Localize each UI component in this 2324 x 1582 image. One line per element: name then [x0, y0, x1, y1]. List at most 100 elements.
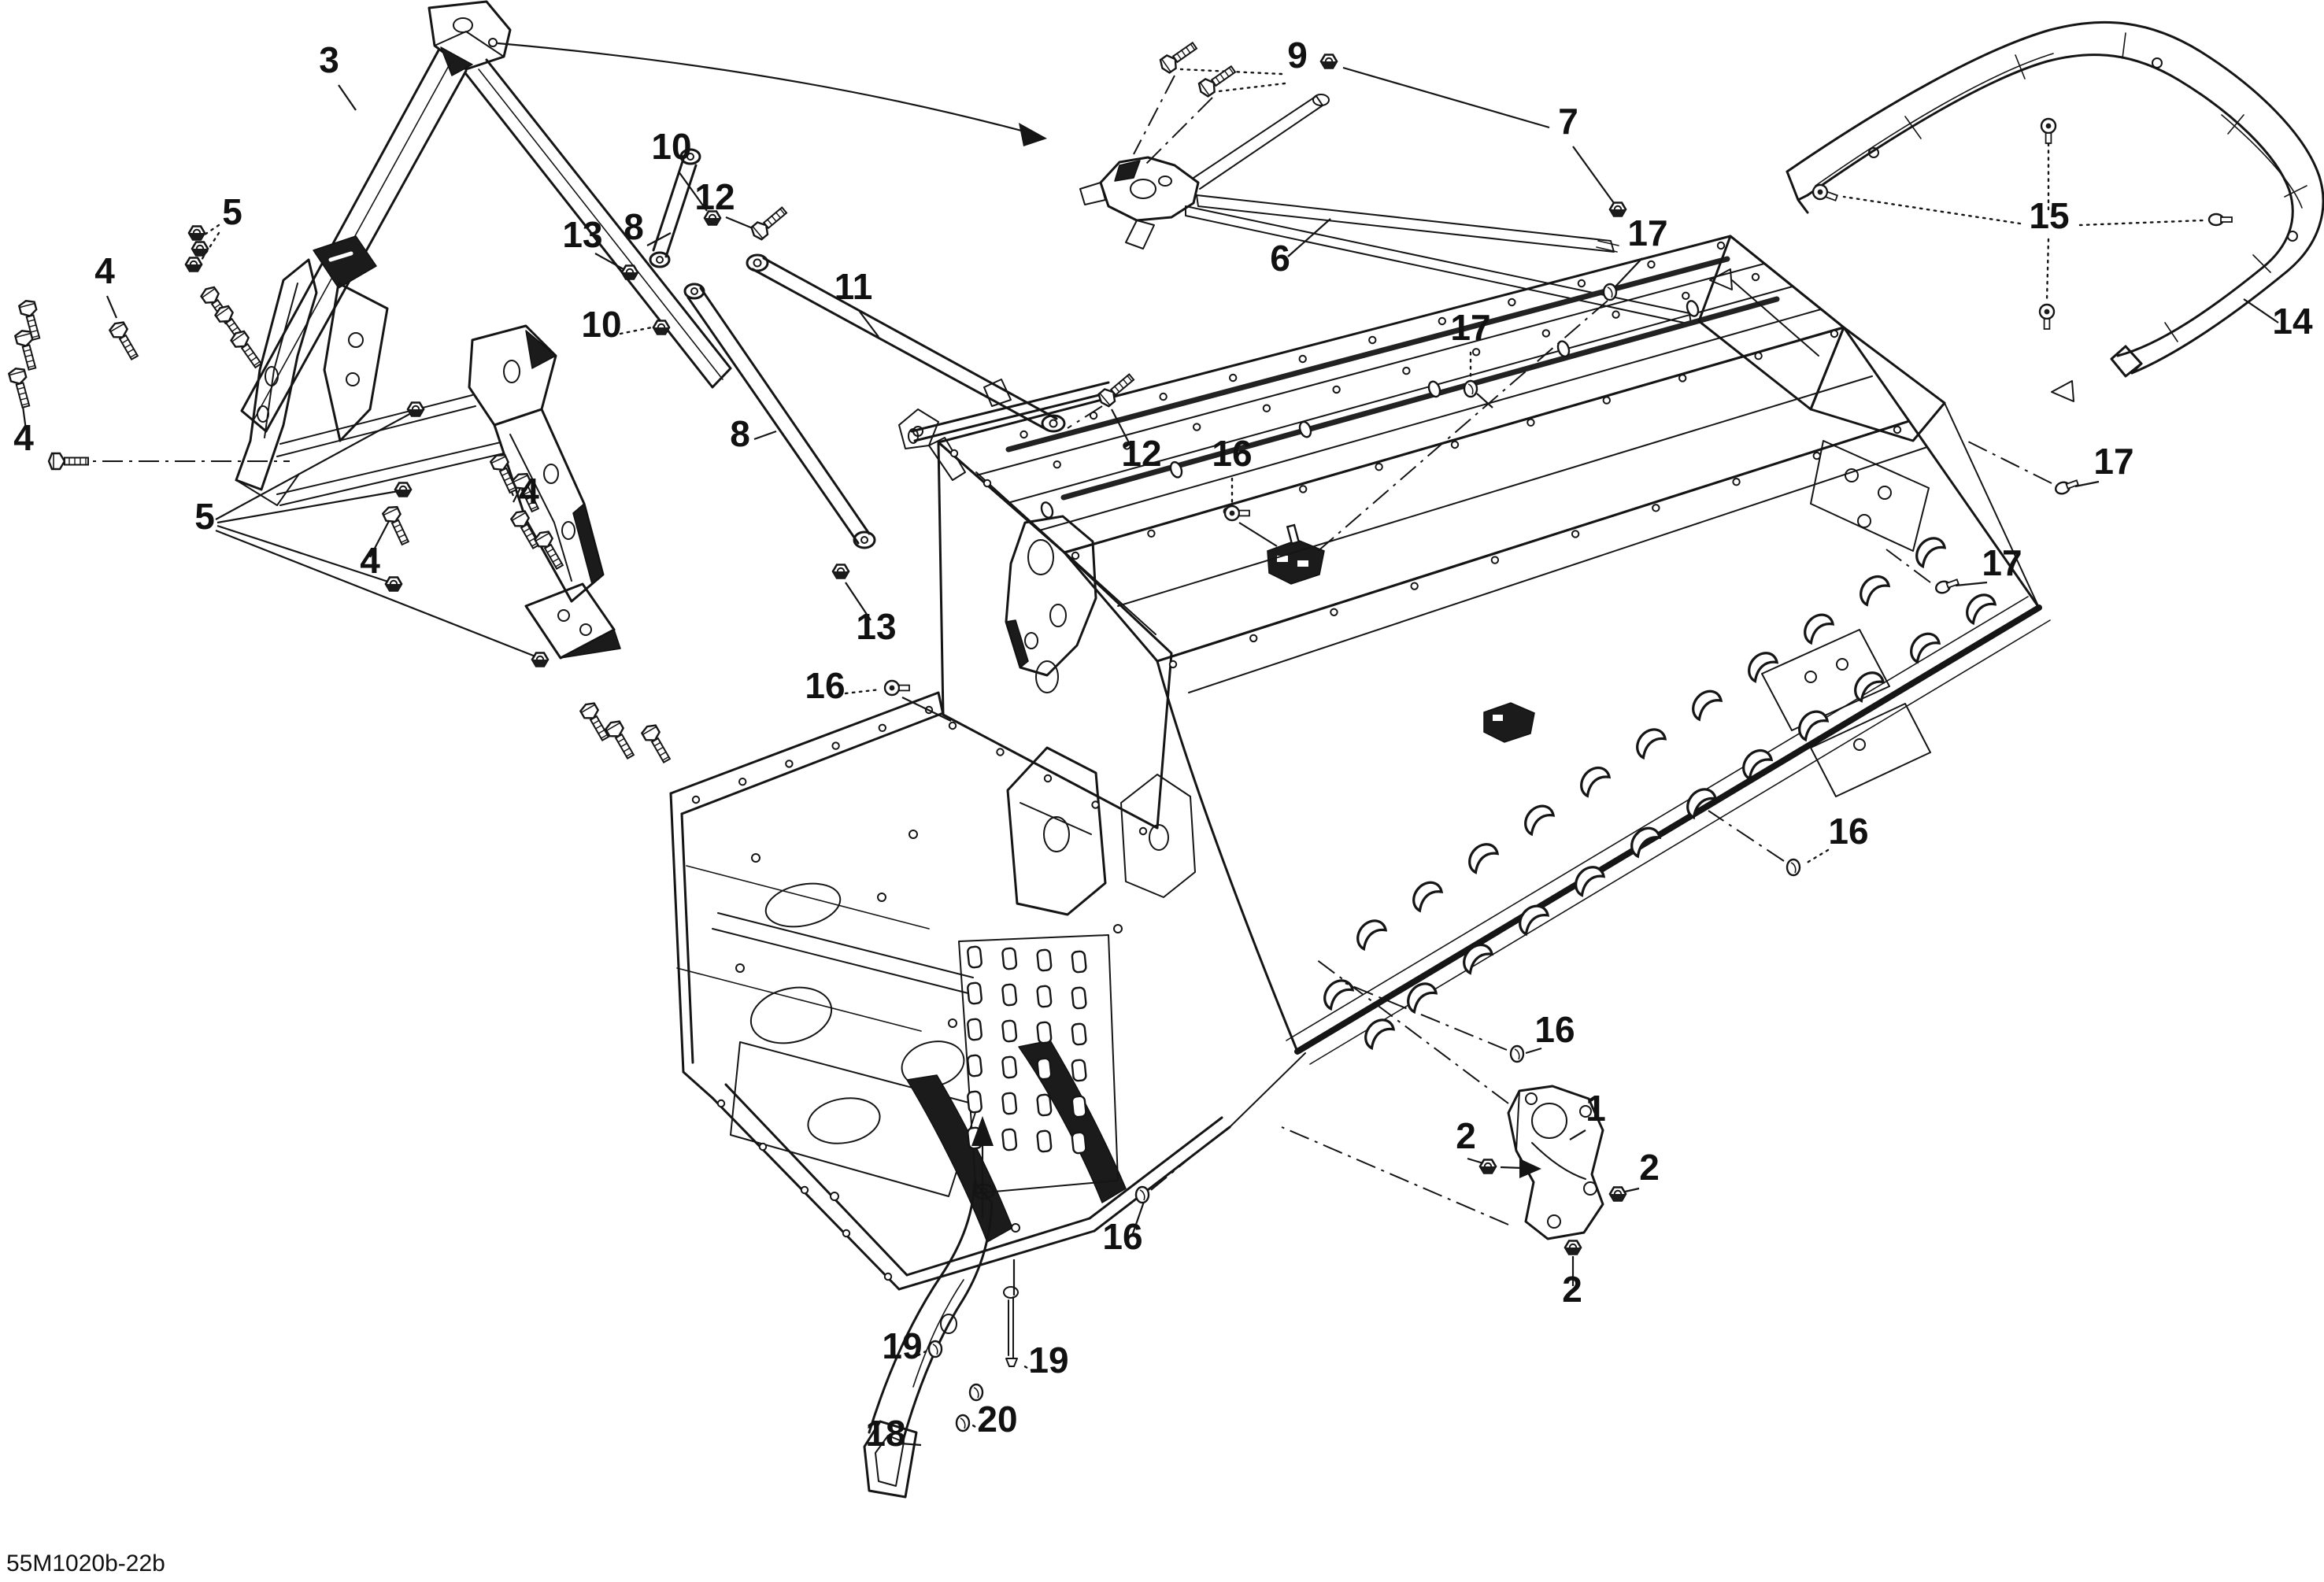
fastener-screw-icon	[883, 679, 911, 697]
leader-line	[1133, 75, 1175, 155]
leader-line	[1145, 97, 1213, 164]
fastener-screw-icon	[2040, 117, 2057, 145]
leader-line	[619, 326, 653, 335]
fastener-pin-icon	[1933, 575, 1961, 596]
leader-line	[859, 311, 879, 338]
leader-lines	[19, 66, 2279, 1447]
fastener-screw-icon	[2038, 303, 2056, 331]
fastener-bolt-icon	[578, 699, 613, 744]
fastener-bolt-icon	[639, 721, 675, 766]
tunnel-front-wall	[937, 441, 1173, 830]
leader-line	[901, 697, 952, 722]
callout-17: 17	[1450, 307, 1490, 348]
fastener-bolt-icon	[228, 327, 266, 371]
fastener-bolt-icon	[748, 203, 790, 243]
callout-4: 4	[94, 250, 115, 291]
callout-1: 1	[1586, 1088, 1606, 1129]
support-rod-8-upper	[649, 148, 701, 268]
fastener-bolt-icon	[7, 365, 35, 410]
leader-line	[900, 1442, 922, 1447]
callout-17: 17	[1627, 213, 1667, 253]
fastener-nut-icon	[384, 576, 403, 592]
callout-17: 17	[1982, 542, 2022, 583]
callout-3: 3	[319, 39, 339, 80]
fastener-nut-icon	[1608, 1186, 1627, 1202]
steering-cross-shaft	[898, 379, 1113, 677]
fastener-rivet-icon	[1786, 858, 1801, 877]
callout-13: 13	[856, 606, 896, 647]
leader-line	[1572, 146, 1615, 204]
leader-line	[1624, 1187, 1640, 1193]
leader-line	[1020, 1363, 1034, 1373]
callout-4: 4	[13, 417, 34, 458]
side-brace-18	[863, 1181, 1019, 1499]
leader-line	[203, 224, 220, 236]
leader-line	[1111, 408, 1134, 453]
callout-7: 7	[1558, 101, 1578, 142]
fastener-rivet-icon	[927, 1340, 943, 1358]
leader-line	[1842, 195, 2022, 225]
callout-2: 2	[1639, 1147, 1660, 1188]
fastener-rivet-icon	[968, 1383, 984, 1402]
fastener-nut-icon	[652, 320, 671, 335]
arrowhead-icon	[1019, 123, 1047, 146]
leader-line	[1238, 522, 1278, 547]
arrow-line	[1500, 1166, 1523, 1170]
leader-line	[1569, 1129, 1586, 1140]
leader-line	[1467, 1157, 1484, 1165]
fastener-nut-icon	[1608, 201, 1627, 217]
leader-line	[646, 232, 672, 246]
leader-line	[1476, 393, 1493, 408]
leader-line	[1525, 1047, 1542, 1055]
fastener-nut-icon	[184, 257, 203, 272]
fastener-rivet-icon	[1134, 1185, 1150, 1204]
callout-4: 4	[360, 540, 380, 581]
leader-line	[1316, 300, 1608, 553]
fastener-bolt-icon	[1095, 370, 1138, 410]
leader-line	[216, 490, 399, 524]
front-suspension-module	[235, 235, 621, 660]
callout-19: 19	[882, 1325, 922, 1366]
leader-line	[1150, 1145, 1205, 1191]
callout-4: 4	[519, 471, 539, 512]
decor	[691, 241, 2000, 1281]
fastener-rivet-icon	[1463, 379, 1478, 398]
fastener-nut-icon	[187, 225, 206, 241]
callout-19: 19	[1028, 1340, 1068, 1381]
fastener-nut-icon	[1478, 1159, 1497, 1174]
leader-line	[2045, 238, 2050, 302]
fastener-nut-icon	[831, 564, 850, 579]
callout-15: 15	[2029, 195, 2069, 236]
leader-line	[1885, 549, 1931, 583]
bulkhead-frame	[669, 691, 1306, 1291]
leader-line	[215, 529, 536, 658]
callout-20: 20	[977, 1399, 1017, 1440]
leader-line	[1342, 981, 1508, 1051]
callout-18: 18	[865, 1413, 905, 1454]
callout-14: 14	[2272, 301, 2313, 342]
leader-line	[1131, 1199, 1146, 1236]
arrow-line	[497, 42, 1034, 135]
callout-2: 2	[1562, 1269, 1582, 1310]
fastener-bolt-icon	[107, 318, 142, 363]
fastener-bolt-icon	[47, 452, 90, 471]
callout-16: 16	[1212, 433, 1252, 474]
callout-16: 16	[805, 665, 845, 706]
fastener-nut-icon	[394, 482, 413, 497]
fastener-nut-icon	[531, 652, 550, 667]
leader-line	[2074, 480, 2100, 488]
leader-line	[1217, 82, 1286, 93]
leader-line	[1287, 218, 1331, 257]
leader-line	[725, 216, 753, 230]
leader-line	[916, 1349, 929, 1357]
pyramid-frame	[240, 0, 732, 433]
leader-line	[753, 430, 777, 441]
fastener-nut-icon	[620, 264, 639, 280]
callout-16: 16	[1534, 1009, 1575, 1050]
callout-10: 10	[651, 126, 691, 167]
leader-line	[1067, 405, 1103, 429]
arrowhead-icon	[1519, 1159, 1541, 1178]
leader-line	[845, 582, 872, 621]
